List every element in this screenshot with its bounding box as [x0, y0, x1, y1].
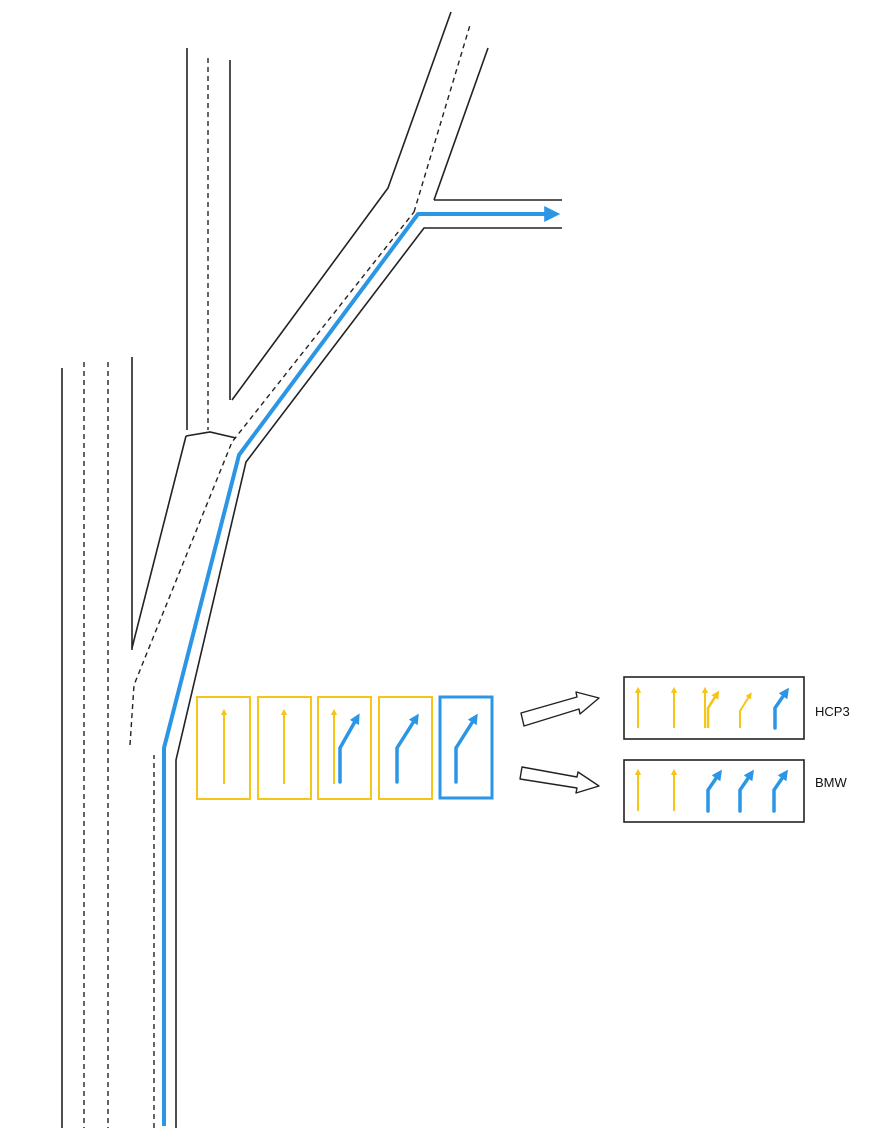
- result-panel-hcp3: [623, 676, 805, 740]
- main-highway: [61, 357, 133, 1128]
- bear-right-thin-arrow-icon: [739, 692, 752, 728]
- straight-and-bear-right-arrow-icon: [701, 686, 720, 728]
- bear-right-arrow-icon: [772, 769, 788, 813]
- exit-ramp: [129, 11, 562, 1128]
- lane-box: [438, 695, 494, 800]
- result-panel-bmw: [623, 759, 805, 823]
- hollow-arrow-icon: [520, 691, 600, 727]
- upper-left-road: [186, 48, 231, 430]
- bear-right-arrow-icon: [738, 769, 754, 813]
- lane-box: [257, 696, 312, 800]
- lane-box: [317, 696, 372, 800]
- bear-right-arrow-icon: [395, 713, 419, 784]
- result-label-bmw: BMW: [815, 775, 848, 790]
- bear-right-arrow-icon: [338, 713, 360, 784]
- bear-right-arrow-icon: [706, 769, 722, 813]
- lane-box: [196, 696, 251, 800]
- lane-box: [378, 696, 433, 800]
- bear-right-arrow-icon: [454, 713, 478, 784]
- bear-right-arrow-icon: [773, 687, 789, 730]
- route-path: [162, 206, 561, 1126]
- hollow-arrow-icon: [519, 766, 600, 794]
- result-label-hcp3: HCP3: [815, 704, 850, 719]
- lane-arrow-panel: [196, 695, 494, 800]
